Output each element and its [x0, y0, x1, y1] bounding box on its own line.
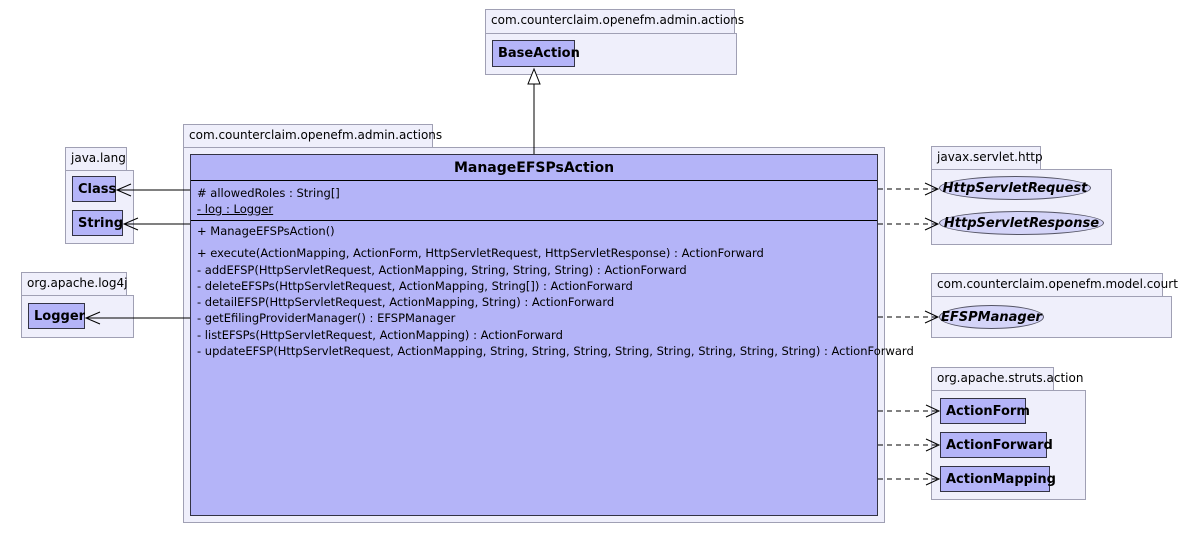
arrowhead-action-forward: [925, 438, 941, 452]
generalization-arrowhead: [527, 67, 541, 85]
title-separator: [191, 180, 877, 181]
method-execute: + execute(ActionMapping, ActionForm, Htt…: [197, 246, 764, 260]
method-add-efsp: - addEFSP(HttpServletRequest, ActionMapp…: [197, 263, 687, 277]
class-title: ManageEFSPsAction: [453, 160, 615, 176]
class-manage-efsps-action[interactable]: ManageEFSPsAction # allowedRoles : Strin…: [190, 154, 914, 516]
method-list-efsps: - listEFSPs(HttpServletRequest, ActionMa…: [197, 328, 563, 342]
interface-http-servlet-response[interactable]: HttpServletResponse: [939, 211, 1104, 235]
method-get-efiling-provider-manager: - getEfilingProviderManager() : EFSPMana…: [197, 311, 456, 325]
package-tab-servlet-http: javax.servlet.http: [931, 146, 1043, 170]
attributes-separator: [191, 220, 877, 221]
constructor-manage-efsps-action: + ManageEFSPsAction(): [197, 224, 335, 238]
class-action-mapping[interactable]: ActionMapping: [940, 466, 1056, 492]
method-delete-efsps: - deleteEFSPs(HttpServletRequest, Action…: [197, 279, 633, 293]
arrowhead-string: [122, 217, 139, 231]
arrowhead-action-form: [925, 404, 941, 418]
attribute-log: - log : Logger: [197, 202, 274, 216]
arrowhead-logger: [84, 311, 101, 325]
package-tab-model-court: com.counterclaim.openefm.model.court: [931, 273, 1178, 297]
package-tab-base-actions: com.counterclaim.openefm.admin.actions: [485, 9, 744, 34]
arrowhead-http-servlet-response: [924, 217, 940, 231]
method-update-efsp: - updateEFSP(HttpServletRequest, ActionM…: [197, 344, 914, 358]
package-tab-struts-action: org.apache.struts.action: [931, 367, 1083, 391]
class-class[interactable]: Class: [72, 176, 116, 202]
arrowhead-http-servlet-request: [924, 182, 940, 196]
method-detail-efsp: - detailEFSP(HttpServletRequest, ActionM…: [197, 295, 615, 309]
class-action-form[interactable]: ActionForm: [940, 398, 1030, 424]
class-logger[interactable]: Logger: [28, 303, 85, 329]
interface-http-servlet-request[interactable]: HttpServletRequest: [939, 176, 1091, 200]
arrowhead-action-mapping: [925, 472, 941, 486]
class-string[interactable]: String: [72, 210, 123, 236]
package-tab-log4j: org.apache.log4j: [21, 272, 127, 296]
class-action-forward[interactable]: ActionForward: [940, 432, 1053, 458]
arrowhead-efsp-manager: [924, 310, 940, 324]
class-base-action[interactable]: BaseAction: [492, 40, 580, 67]
attribute-allowed-roles: # allowedRoles : String[]: [197, 186, 340, 200]
interface-efsp-manager[interactable]: EFSPManager: [939, 305, 1044, 329]
arrowhead-class: [115, 183, 132, 197]
